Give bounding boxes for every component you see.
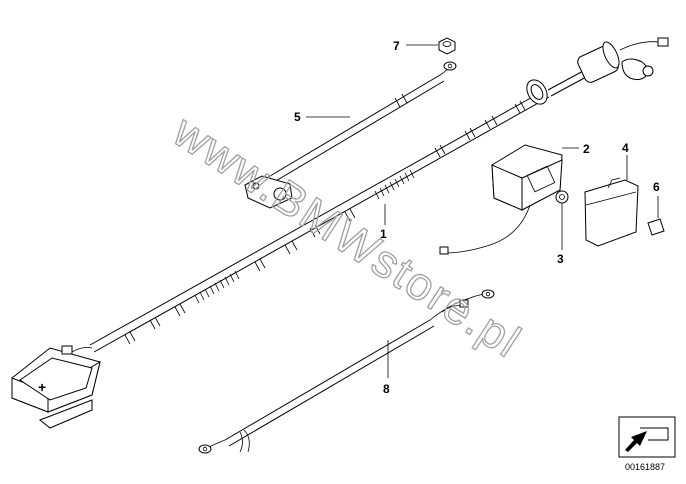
watermark: www.BMWstore.pl	[164, 104, 531, 368]
callout-8: 8	[383, 382, 390, 396]
part-number-box: 00161887	[618, 416, 676, 472]
callout-7: 7	[393, 39, 400, 53]
control-module-item-2	[439, 144, 563, 255]
nut-item-3	[555, 190, 569, 204]
callout-4: 4	[622, 141, 629, 155]
leader-lines	[306, 44, 659, 378]
callout-1: 1	[380, 227, 387, 241]
battery-cable-main	[89, 37, 669, 353]
callout-5: 5	[294, 110, 301, 124]
battery-plus-symbol: +	[38, 379, 46, 395]
cover-item-4	[584, 177, 639, 247]
battery-box: +	[11, 345, 101, 429]
cable-item-8	[198, 289, 495, 454]
cable-item-5	[244, 61, 457, 209]
callout-labels: 7 5 1 2 3 4 6 8	[294, 39, 660, 396]
clip-item-6	[647, 218, 665, 236]
callout-6: 6	[653, 180, 660, 194]
callout-2: 2	[583, 142, 590, 156]
arrow-icon	[625, 431, 647, 452]
nut-item-7	[438, 37, 456, 55]
part-number: 00161887	[625, 462, 665, 472]
callout-3: 3	[557, 252, 564, 266]
